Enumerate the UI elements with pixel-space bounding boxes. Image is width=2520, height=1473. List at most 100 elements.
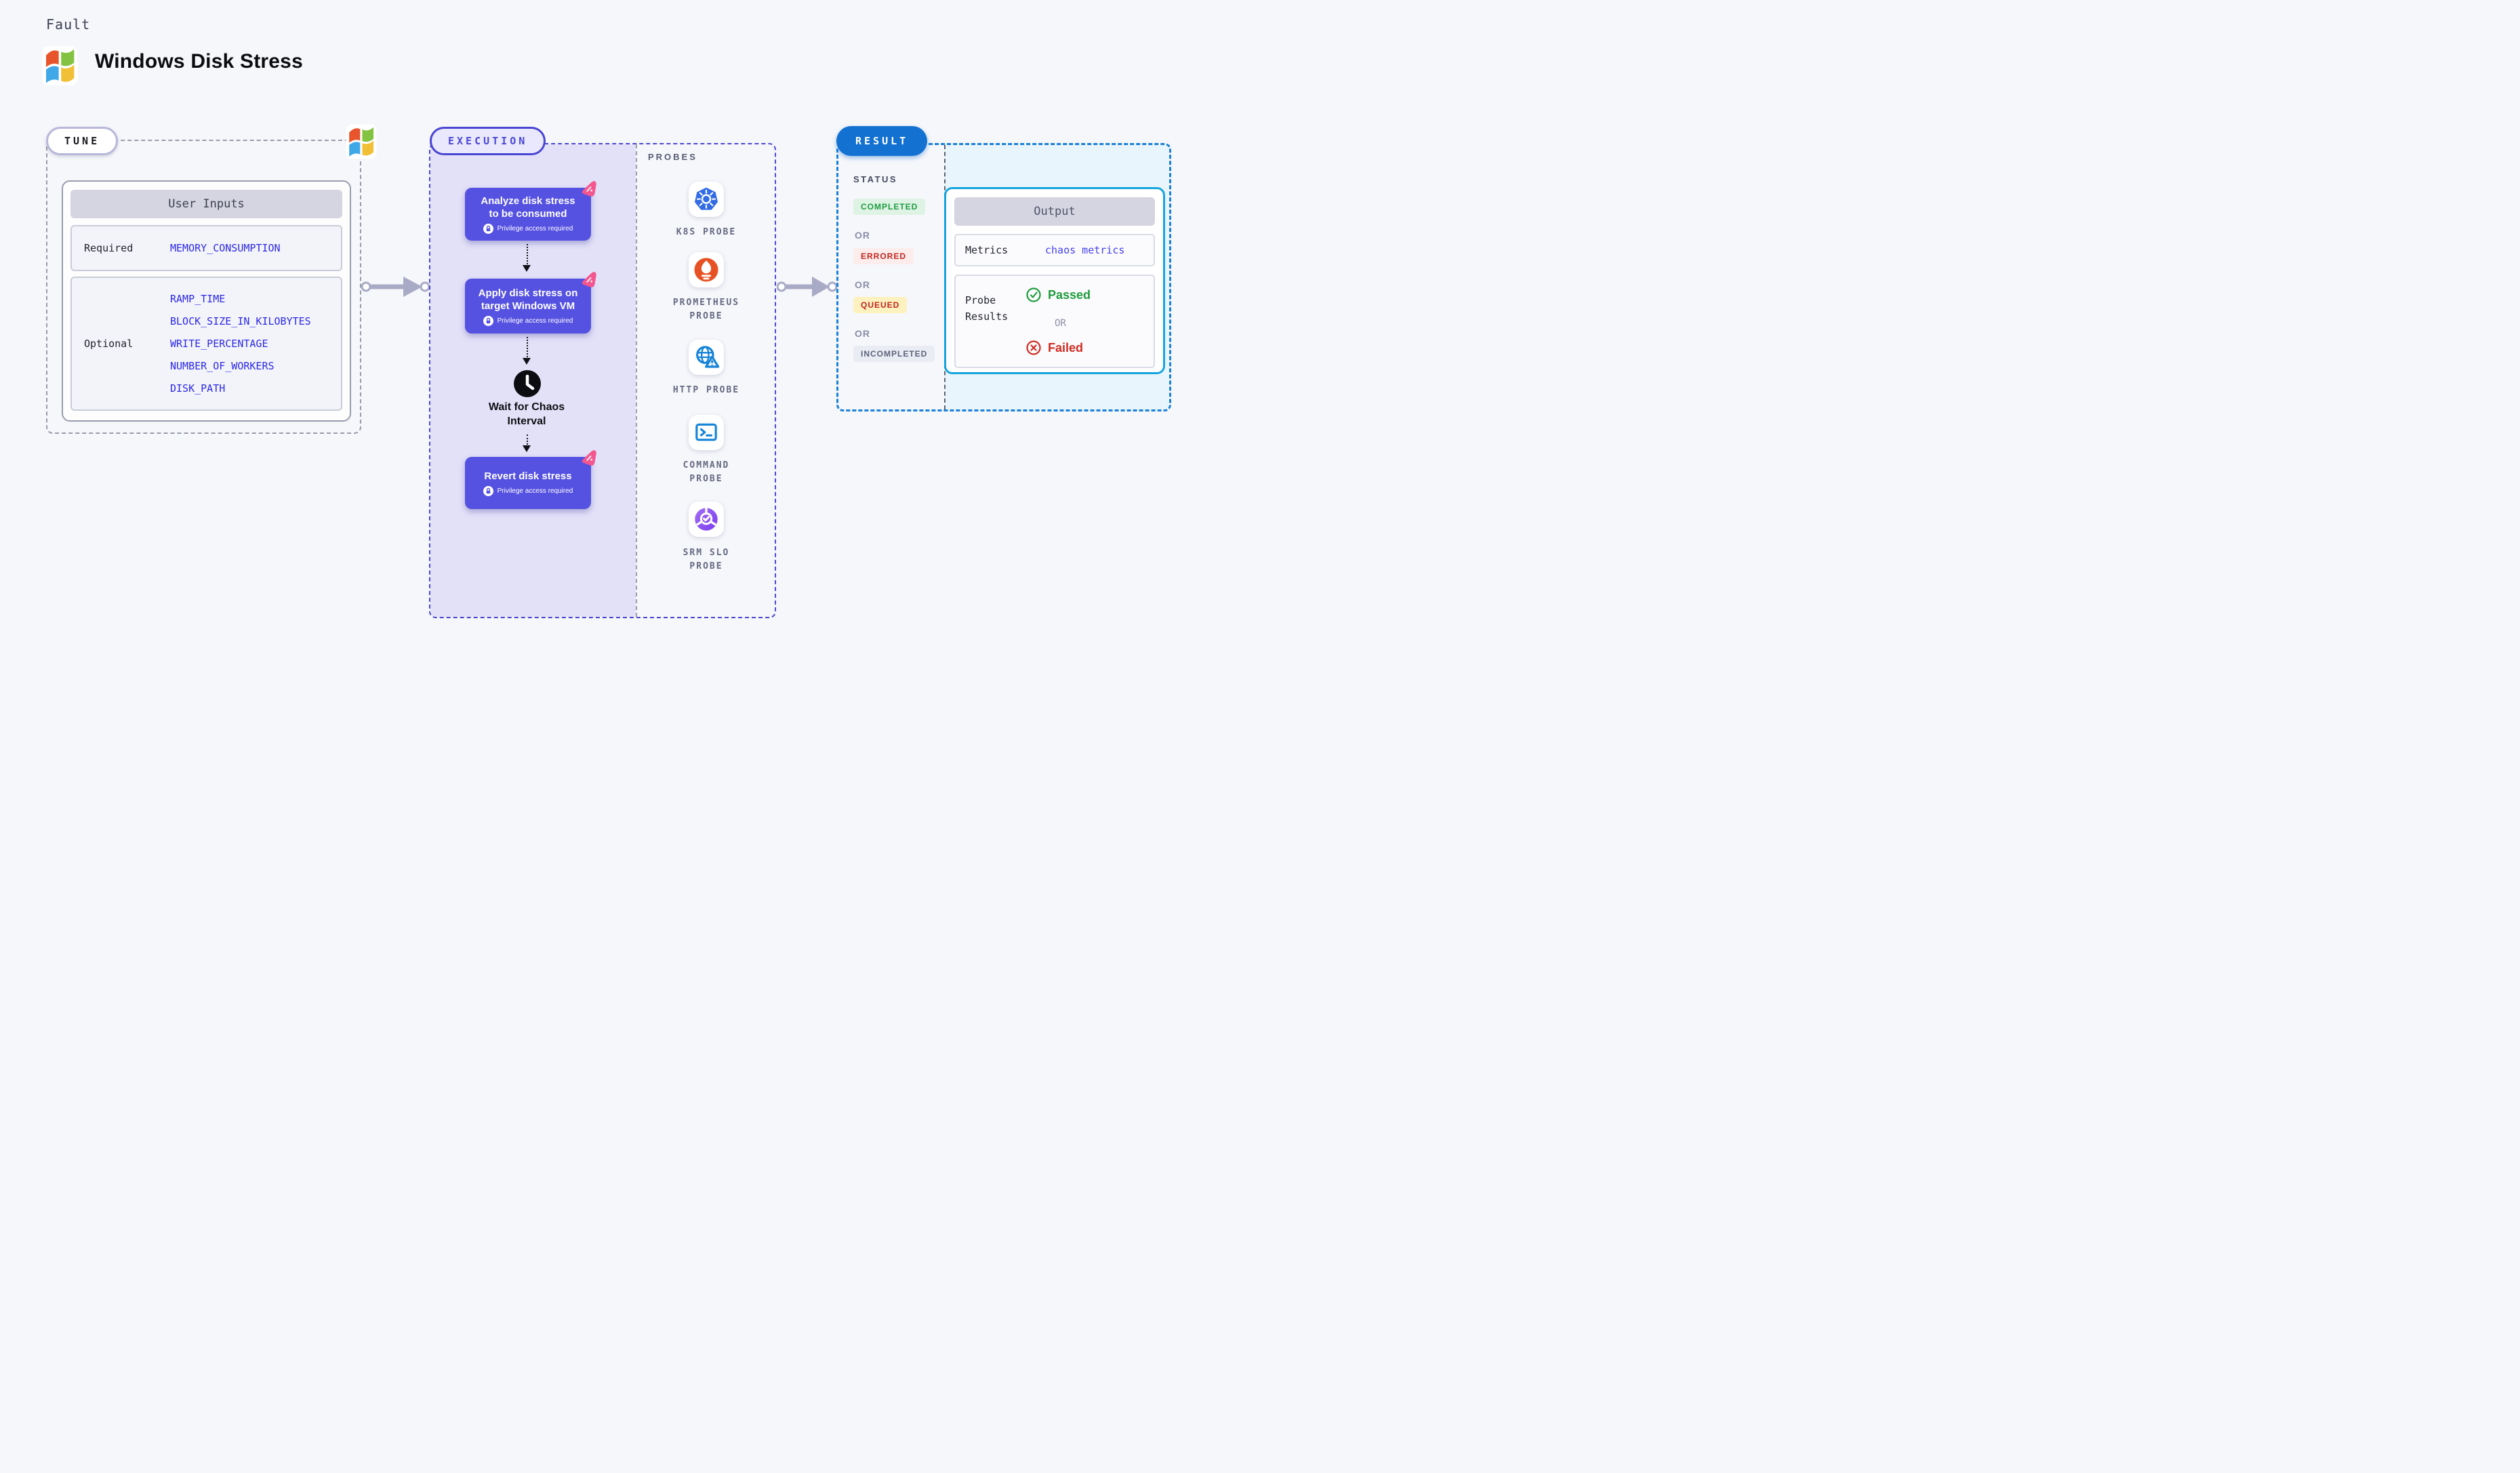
metrics-value: chaos metrics — [1045, 244, 1125, 256]
step-title-line: to be consumed — [489, 208, 567, 220]
probe-card-k8s — [689, 182, 724, 217]
privilege-badge: Privilege access required — [483, 224, 573, 234]
input-param: NUMBER_OF_WORKERS — [170, 359, 275, 372]
privilege-badge-label: Privilege access required — [497, 487, 573, 495]
input-param: RAMP_TIME — [170, 292, 226, 305]
tune-section-box — [46, 140, 361, 434]
or-separator: OR — [855, 230, 870, 241]
lock-icon — [483, 224, 493, 234]
check-circle-icon — [1026, 287, 1041, 302]
optional-label: Optional — [84, 338, 134, 350]
user-inputs-table: User Inputs Required MEMORY_CONSUMPTION … — [62, 180, 351, 422]
tune-section-label: TUNE — [46, 127, 119, 155]
optional-values: RAMP_TIME BLOCK_SIZE_IN_KILOBYTES WRITE_… — [170, 278, 311, 409]
probe-label-prometheus: PROMETHEUS PROBE — [645, 296, 767, 323]
probe-label-line: PROMETHEUS — [672, 298, 740, 308]
privilege-badge-label: Privilege access required — [497, 225, 573, 233]
probe-label-line: K8S PROBE — [676, 227, 737, 237]
probe-results-label-line: Probe — [965, 294, 996, 306]
execution-probes-divider — [636, 144, 637, 617]
privilege-badge-label: Privilege access required — [497, 317, 573, 325]
slo-pie-check-icon — [695, 508, 718, 531]
or-separator: OR — [1055, 318, 1066, 329]
step-title-line: Analyze disk stress — [481, 195, 575, 207]
page-title: Windows Disk Stress — [95, 50, 303, 73]
probes-heading: PROBES — [648, 152, 697, 162]
probe-label-line: COMMAND — [683, 460, 730, 470]
lock-icon — [483, 486, 493, 496]
metrics-label: Metrics — [965, 244, 1009, 256]
step-title-line: Apply disk stress on — [478, 287, 578, 299]
user-inputs-header: User Inputs — [70, 190, 342, 218]
flow-arrow-icon — [361, 274, 430, 303]
chaos-experiment-icon — [580, 450, 598, 471]
input-param: BLOCK_SIZE_IN_KILOBYTES — [170, 315, 311, 327]
probe-card-srm-slo — [689, 502, 724, 537]
http-globe-warning-icon — [696, 346, 720, 368]
step-title-line: target Windows VM — [481, 300, 575, 312]
wait-for-chaos-interval-label: Wait for Chaos Interval — [466, 400, 588, 428]
passed-label: Passed — [1048, 287, 1091, 302]
optional-inputs-row: Optional RAMP_TIME BLOCK_SIZE_IN_KILOBYT… — [70, 277, 342, 411]
clock-icon — [513, 369, 542, 401]
status-badge-completed: COMPLETED — [853, 199, 926, 215]
output-header: Output — [954, 197, 1155, 226]
probe-label-k8s: K8S PROBE — [645, 226, 767, 239]
x-circle-icon — [1026, 340, 1041, 355]
status-badge-queued: QUEUED — [853, 297, 908, 313]
step-analyze-disk-stress: Analyze disk stress to be consumed Privi… — [465, 181, 596, 241]
status-badge-incompleted: INCOMPLETED — [853, 346, 935, 362]
step-apply-disk-stress: Apply disk stress on target Windows VM P… — [465, 272, 596, 334]
probe-card-http — [689, 340, 724, 375]
probe-label-line: SRM SLO — [683, 548, 730, 558]
flow-connector-down — [523, 435, 531, 452]
probe-label-line: PROBE — [689, 311, 723, 321]
probe-label-line: PROBE — [689, 474, 723, 484]
failed-label: Failed — [1048, 340, 1084, 355]
input-param: MEMORY_CONSUMPTION — [170, 241, 281, 254]
status-heading: STATUS — [853, 174, 898, 184]
probe-label-srm-slo: SRM SLO PROBE — [645, 546, 767, 573]
required-inputs-row: Required MEMORY_CONSUMPTION — [70, 225, 342, 271]
probe-label-http: HTTP PROBE — [645, 384, 767, 397]
input-param: DISK_PATH — [170, 382, 226, 395]
probe-card-prometheus — [689, 252, 724, 287]
or-separator: OR — [855, 279, 870, 290]
wait-label-line: Wait for Chaos — [488, 401, 565, 413]
prometheus-icon — [694, 258, 718, 282]
chaos-experiment-icon — [580, 272, 598, 293]
flow-connector-down — [523, 337, 531, 365]
required-label: Required — [84, 242, 134, 254]
windows-logo-icon — [42, 45, 83, 89]
terminal-icon — [695, 423, 717, 441]
probe-results-row: Probe Results Passed OR Failed — [954, 275, 1155, 368]
input-param: WRITE_PERCENTAGE — [170, 337, 268, 350]
probe-card-command — [689, 415, 724, 450]
chaos-experiment-icon — [580, 181, 598, 202]
probe-label-command: COMMAND PROBE — [645, 459, 767, 486]
result-section-label: RESULT — [836, 126, 928, 156]
probe-results-label: Probe Results — [965, 292, 1008, 325]
wait-label-line: Interval — [507, 416, 546, 427]
privilege-badge: Privilege access required — [483, 315, 573, 326]
privilege-badge: Privilege access required — [483, 486, 573, 496]
or-separator: OR — [855, 328, 870, 339]
required-values: MEMORY_CONSUMPTION — [170, 226, 281, 270]
fault-diagram-canvas: Fault Windows Disk Stress TUNE User Inpu… — [0, 0, 1260, 737]
status-badge-errored: ERRORED — [853, 248, 914, 264]
step-title-line: Revert disk stress — [484, 470, 572, 482]
step-revert-disk-stress: Revert disk stress Privilege access requ… — [465, 450, 596, 509]
lock-icon — [483, 315, 493, 326]
probe-results-label-line: Results — [965, 310, 1009, 323]
fault-kicker: Fault — [46, 16, 91, 33]
flow-arrow-icon — [776, 274, 838, 303]
windows-logo-icon — [346, 123, 381, 162]
output-table: Output Metrics chaos metrics Probe Resul… — [944, 187, 1165, 374]
probe-result-failed: Failed — [1025, 340, 1083, 356]
probe-result-passed: Passed — [1025, 287, 1091, 303]
probe-label-line: HTTP PROBE — [672, 385, 740, 395]
kubernetes-icon — [695, 187, 718, 210]
flow-connector-down — [523, 244, 531, 272]
execution-section-label: EXECUTION — [430, 127, 546, 155]
probe-label-line: PROBE — [689, 561, 723, 571]
